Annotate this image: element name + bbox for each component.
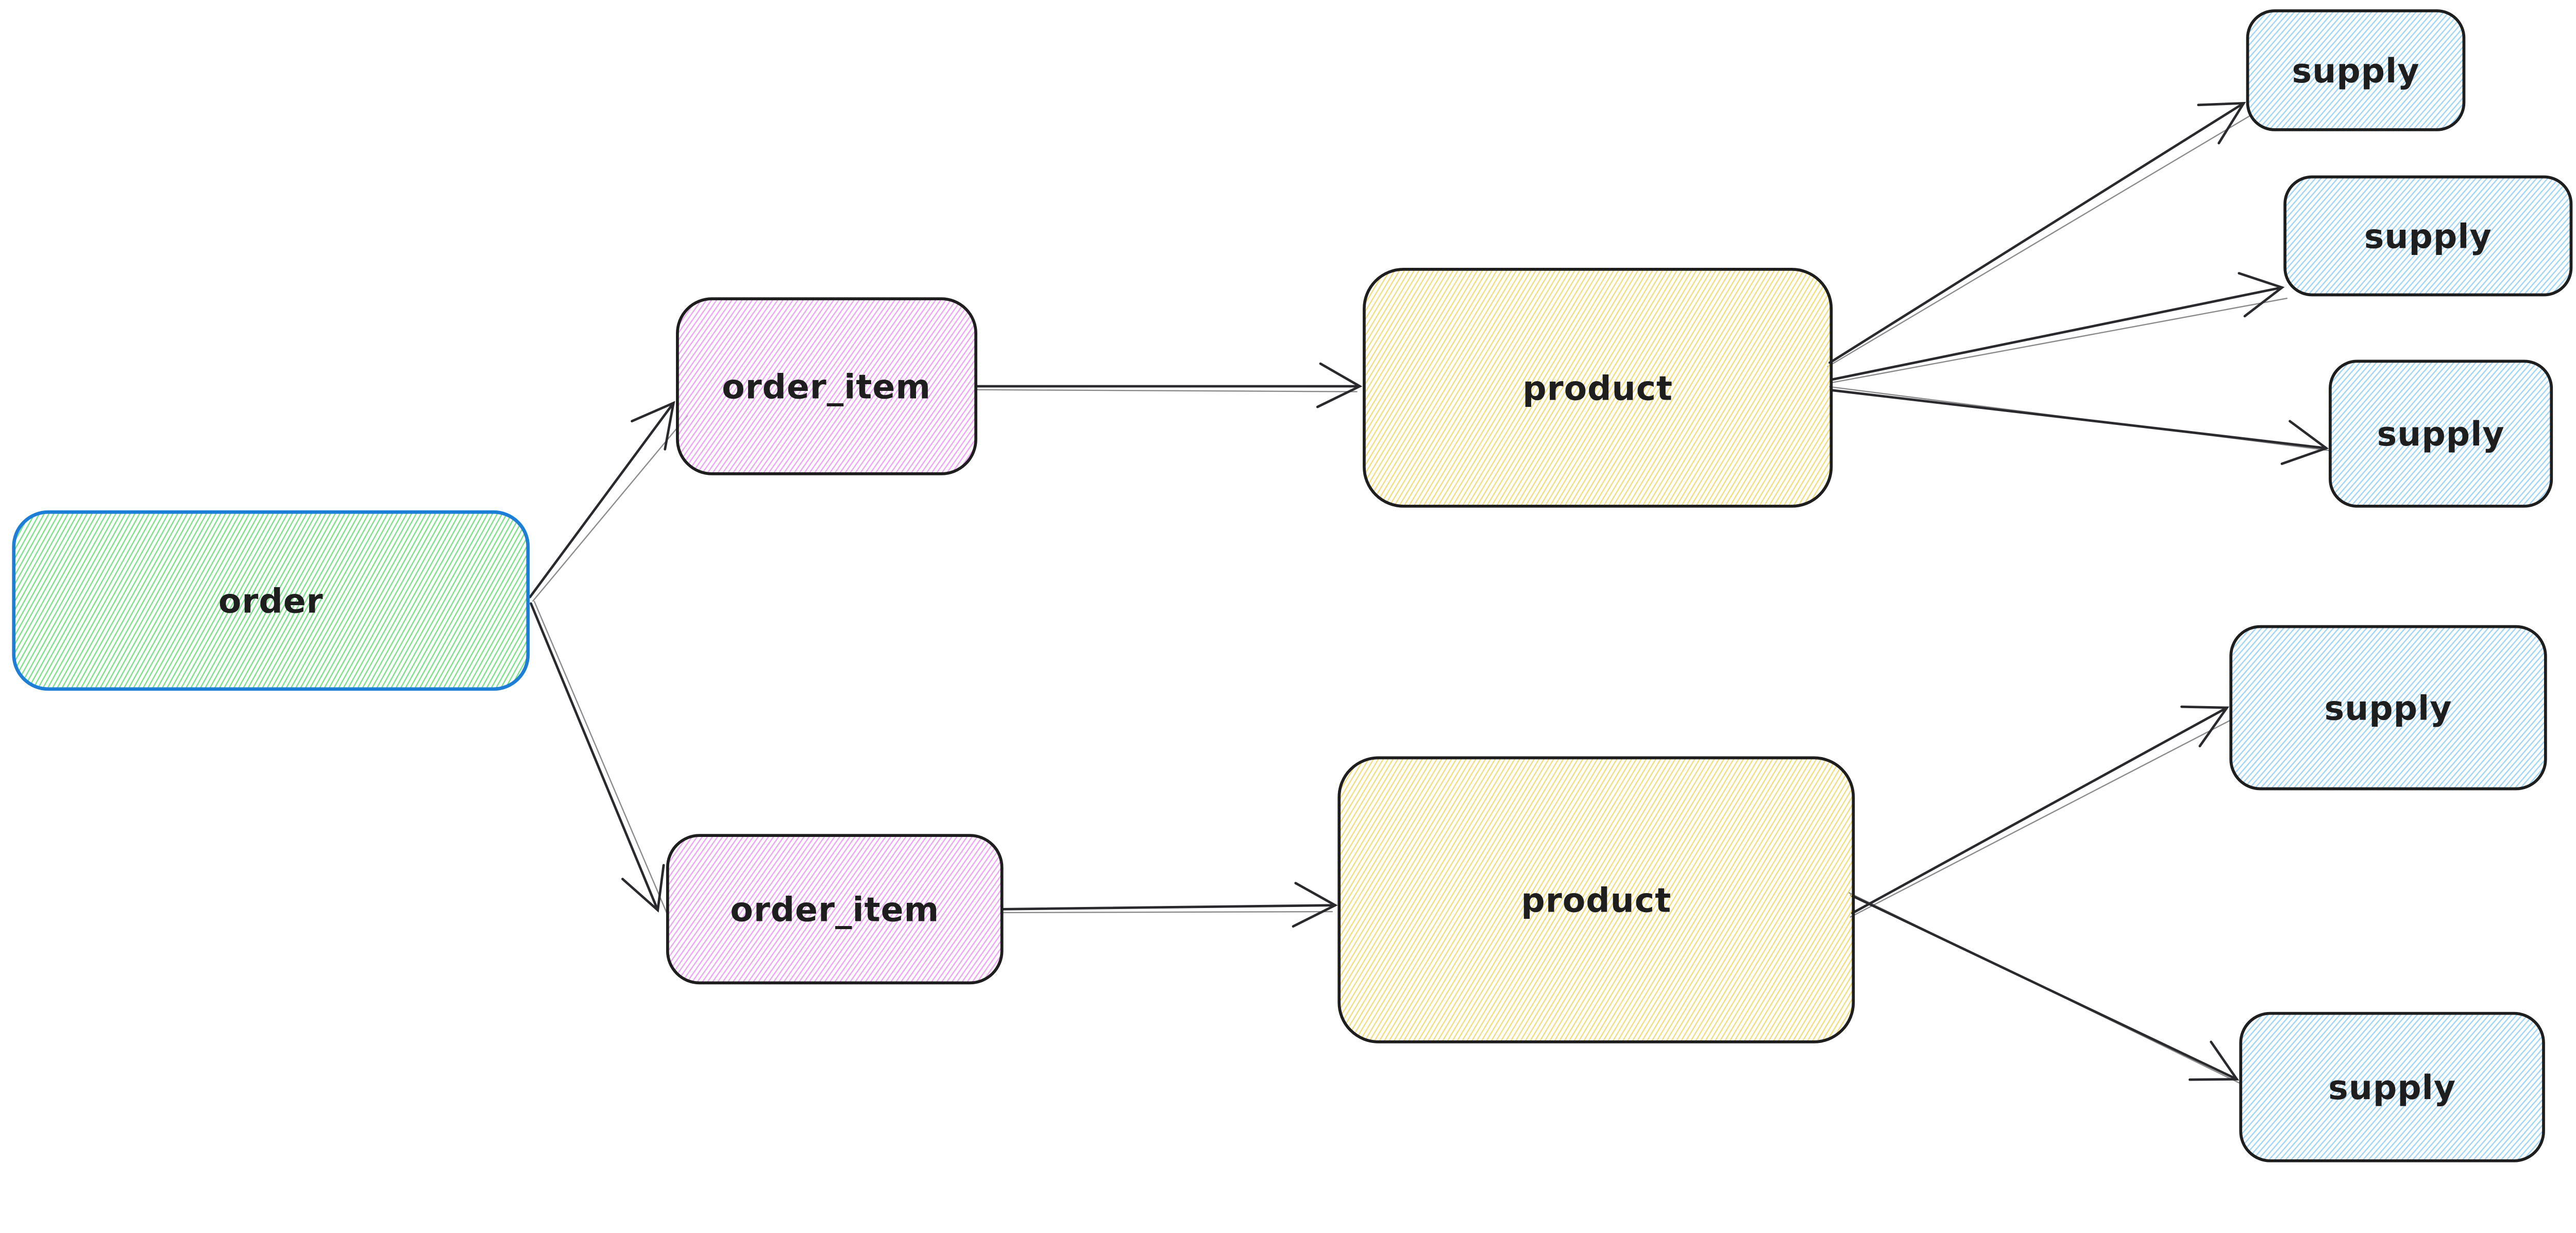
edge-product-1-to-supply-3[interactable] [1829,386,2331,465]
node-supply-4[interactable]: supply [2229,625,2547,791]
supply-4-label: supply [2325,689,2452,728]
supply-5-shape[interactable] [2239,1012,2545,1162]
supply-4-shape[interactable] [2229,625,2547,791]
supply-3-label: supply [2377,415,2505,454]
node-product-2[interactable]: product [1337,756,1855,1043]
edge-order-item-1-to-product-1[interactable] [976,362,1363,408]
supply-3-shape[interactable] [2329,359,2553,508]
edge-order-to-order-item-1[interactable] [529,401,688,602]
edge-order-item-2-to-product-2[interactable] [1003,882,1338,928]
product-1-shape[interactable] [1363,268,1833,508]
node-order-item-2[interactable]: order_item [666,834,1004,985]
node-supply-5[interactable]: supply [2239,1012,2545,1162]
node-supply-3[interactable]: supply [2329,359,2553,508]
order-item-1-label: order_item [722,368,931,406]
edge-product-1-to-supply-2[interactable] [1830,272,2288,384]
node-product-1[interactable]: product [1363,268,1833,508]
order-item-2-shape[interactable] [666,834,1004,985]
order-item-1-shape[interactable] [676,297,977,475]
node-order-item-1[interactable]: order_item [676,297,977,475]
supply-5-label: supply [2328,1069,2456,1107]
order-shape[interactable] [12,510,530,691]
node-supply-2[interactable]: supply [2283,175,2573,297]
diagram-canvas[interactable]: order order_item order_item product prod… [0,0,2576,1177]
supply-2-label: supply [2364,217,2492,256]
supply-2-shape[interactable] [2283,175,2573,297]
product-2-shape[interactable] [1337,756,1855,1043]
order-label: order [218,582,324,621]
edge-order-to-order-item-2[interactable] [530,601,669,917]
product-1-label: product [1522,369,1673,408]
product-2-label: product [1521,882,1671,920]
node-order[interactable]: order [12,510,530,691]
order-item-2-label: order_item [730,891,939,930]
edge-product-2-to-supply-5[interactable] [1848,892,2241,1084]
node-supply-1[interactable]: supply [2246,9,2466,131]
edge-product-1-to-supply-1[interactable] [1827,101,2250,368]
edge-product-2-to-supply-4[interactable] [1850,705,2233,918]
supply-1-label: supply [2292,52,2420,91]
supply-1-shape[interactable] [2246,9,2466,131]
